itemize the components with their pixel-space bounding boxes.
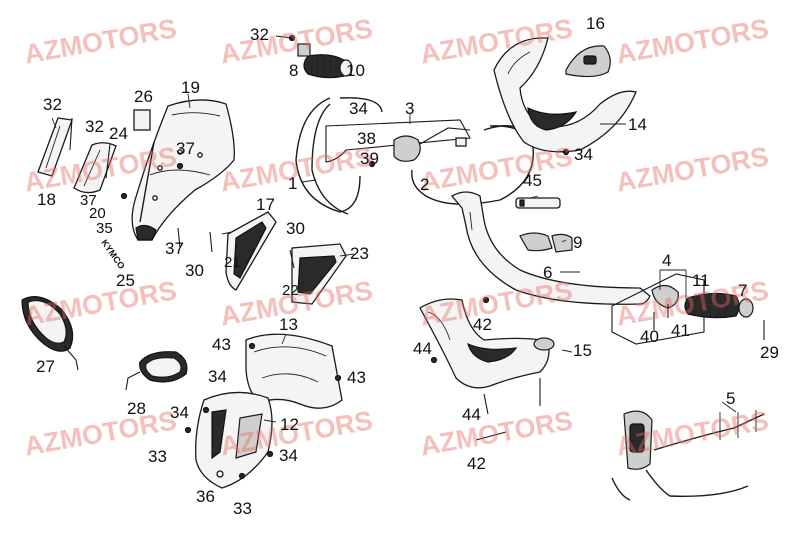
callout-26: 26 — [134, 87, 153, 106]
callout-10: 10 — [346, 61, 365, 80]
mirror-left — [21, 296, 79, 371]
clamp-9 — [519, 232, 573, 253]
callout-43: 43 — [212, 335, 231, 354]
callout-34: 34 — [208, 367, 227, 386]
rod — [139, 141, 155, 223]
callout-34: 34 — [349, 99, 368, 118]
callout-44: 44 — [462, 405, 481, 424]
grip-10 — [303, 54, 353, 79]
callout-8: 8 — [289, 61, 299, 80]
callout-24: 24 — [109, 124, 128, 143]
callout-37: 37 — [165, 239, 184, 258]
callout-4: 4 — [662, 251, 672, 270]
callout-22: 22 — [282, 282, 299, 299]
switch-assembly-4 — [611, 273, 705, 345]
callout-33: 33 — [233, 499, 252, 518]
callout-42: 42 — [467, 454, 486, 473]
callout-41: 41 — [671, 321, 690, 340]
callout-19: 19 — [181, 78, 200, 97]
mirror-right — [125, 351, 188, 391]
callout-18: 18 — [37, 190, 56, 209]
callout-43: 43 — [347, 368, 366, 387]
callout-28: 28 — [127, 399, 146, 418]
callout-14: 14 — [628, 115, 647, 134]
callout-6: 6 — [543, 263, 553, 282]
front-cover-13 — [245, 333, 343, 409]
callout-35: 35 — [96, 220, 113, 237]
callout-12: 12 — [280, 415, 299, 434]
callout-44: 44 — [413, 339, 432, 358]
callout-39: 39 — [360, 149, 379, 168]
handlebar-cover-14 — [493, 37, 637, 153]
spacer-8 — [297, 43, 311, 57]
callout-5: 5 — [726, 389, 736, 408]
callout-15: 15 — [573, 341, 592, 360]
callout-16: 16 — [586, 14, 605, 33]
cover-16 — [565, 45, 611, 78]
front-panel-12 — [195, 391, 273, 489]
label-sticker — [133, 109, 151, 131]
callout-1: 1 — [288, 174, 298, 193]
grip-11 — [684, 292, 740, 319]
callout-32: 32 — [250, 25, 269, 44]
callout-17: 17 — [256, 195, 275, 214]
windshield-bracket — [73, 142, 117, 194]
callout-21: 21 — [224, 254, 241, 271]
callout-2: 2 — [420, 175, 430, 194]
leader-lines — [51, 93, 737, 423]
callout-23: 23 — [350, 244, 369, 263]
callout-30: 30 — [185, 261, 204, 280]
bar-end-7 — [738, 298, 754, 318]
switch-assembly-3 — [325, 119, 471, 163]
callout-27: 27 — [36, 357, 55, 376]
callout-25: 25 — [116, 271, 135, 290]
clamp-45 — [515, 197, 561, 209]
callout-32: 32 — [85, 117, 104, 136]
callout-34: 34 — [170, 403, 189, 422]
callout-3: 3 — [405, 99, 415, 118]
inner-cover-15 — [419, 298, 555, 389]
callout-37: 37 — [80, 192, 97, 209]
callout-13: 13 — [279, 315, 298, 334]
callout-9: 9 — [573, 233, 583, 252]
callout-20: 20 — [89, 205, 106, 222]
callout-11: 11 — [692, 271, 710, 290]
callout-37: 37 — [176, 139, 195, 158]
grill-panel-17 — [225, 211, 277, 291]
callout-38: 38 — [357, 129, 376, 148]
side-panel-left — [37, 117, 73, 177]
windshield — [131, 99, 235, 241]
callout-36: 36 — [196, 487, 215, 506]
callout-32: 32 — [43, 95, 62, 114]
callout-42: 42 — [473, 315, 492, 334]
callout-40: 40 — [640, 327, 659, 346]
callout-34: 34 — [279, 446, 298, 465]
callout-7: 7 — [738, 281, 748, 300]
handlebar-6 — [451, 191, 651, 305]
callout-29: 29 — [760, 343, 779, 362]
callout-30: 30 — [286, 219, 305, 238]
callout-34: 34 — [574, 145, 593, 164]
screw-icon — [69, 34, 765, 480]
seat-lock-cable — [611, 410, 765, 501]
callout-45: 45 — [523, 171, 542, 190]
grill-panel-23 — [291, 243, 347, 305]
callout-33: 33 — [148, 447, 167, 466]
